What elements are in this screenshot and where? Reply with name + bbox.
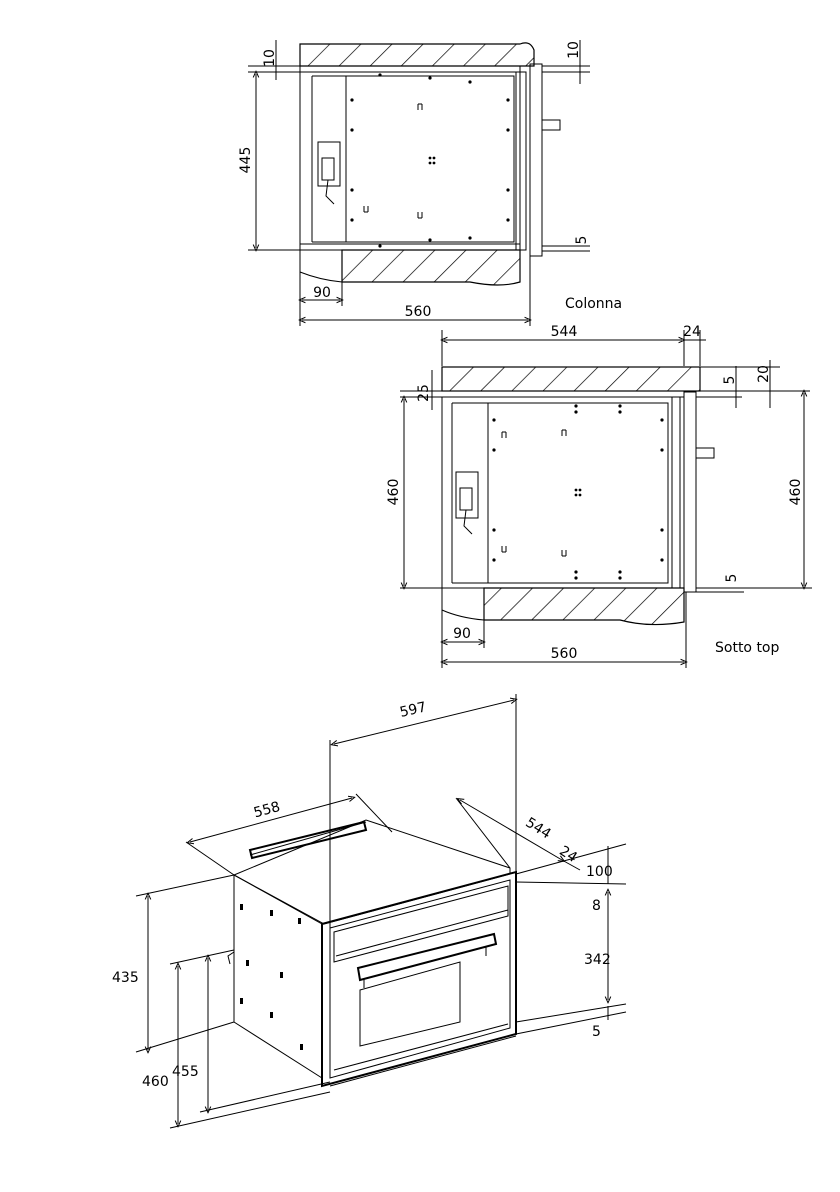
electrical-connector	[318, 142, 340, 186]
electrical-connector	[456, 472, 478, 518]
dim-colonna-top-gap: 10	[262, 49, 278, 67]
dim-sotto-width: 560	[551, 646, 578, 662]
dim-colonna-bottom-gap: 5	[574, 236, 590, 245]
dim-sotto-depth: 544	[551, 324, 578, 340]
dim-sotto-left-offset: 90	[453, 626, 471, 642]
dim-iso-width: 597	[398, 699, 428, 721]
wall-bottom	[342, 250, 520, 285]
dim-sotto-gap-top2: 20	[756, 365, 772, 383]
dim-sotto-height-left: 460	[386, 479, 402, 506]
top-view-colonna: 10 445 10 5 90 560 Colonna	[238, 40, 622, 326]
dim-iso-opening: 342	[584, 952, 611, 968]
dim-iso-height-460: 460	[142, 1074, 169, 1090]
caption-sotto-top: Sotto top	[715, 640, 780, 656]
dim-iso-bottom-gap: 5	[592, 1024, 601, 1040]
top-view-sotto-top: 544 24 25 460 5 20 460 5 90 560 Sotto to…	[386, 324, 812, 668]
oven-window	[360, 962, 460, 1046]
dim-iso-frame: 8	[592, 898, 601, 914]
oven-side	[234, 875, 322, 1078]
door-handle	[358, 934, 496, 980]
caption-colonna: Colonna	[565, 296, 622, 312]
countertop	[442, 367, 700, 391]
dim-iso-front: 24	[556, 843, 580, 866]
oven-door	[516, 72, 526, 250]
dim-sotto-height-right: 460	[788, 479, 804, 506]
dim-colonna-right-gap: 10	[566, 41, 582, 59]
dim-colonna-width: 560	[405, 304, 432, 320]
dim-sotto-top-offset: 25	[416, 384, 432, 402]
dim-iso-height-455: 455	[172, 1064, 199, 1080]
wall-bottom	[484, 588, 684, 625]
dim-colonna-height: 445	[238, 147, 254, 174]
dim-sotto-bottom-gap: 5	[724, 574, 740, 583]
dim-sotto-gap-top: 5	[722, 376, 738, 385]
dim-iso-depth: 544	[523, 815, 554, 843]
dim-sotto-front: 24	[683, 324, 701, 340]
dim-iso-top-gap: 100	[586, 864, 613, 880]
isometric-view: 597 558 544 24 100 8 342 5 435 460 455	[112, 694, 626, 1128]
oven-body	[488, 403, 668, 583]
wall-top	[300, 43, 534, 66]
dim-iso-height-435: 435	[112, 970, 139, 986]
oven-door	[672, 397, 680, 588]
dim-colonna-left-offset: 90	[313, 285, 331, 301]
